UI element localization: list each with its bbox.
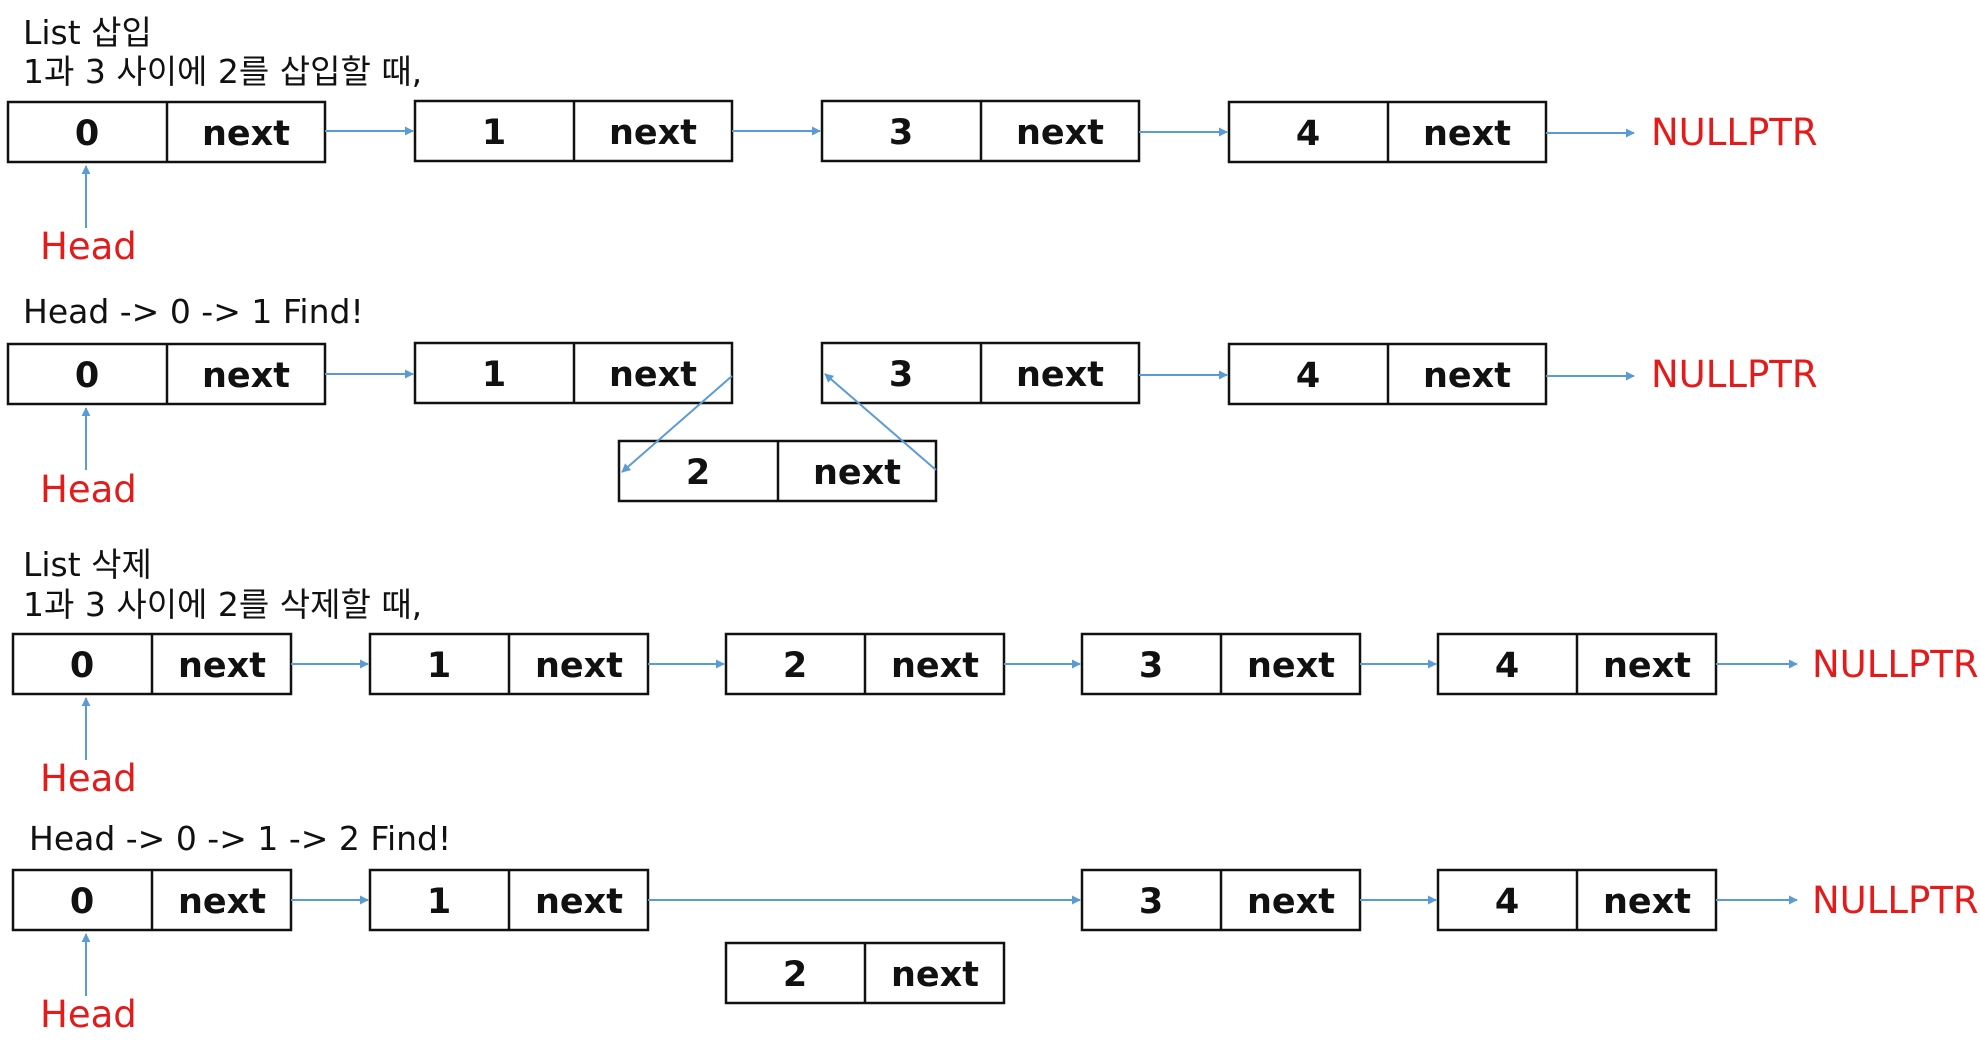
node-1: 1 next [413, 341, 734, 405]
node-1: 1 next [368, 868, 650, 932]
node-0: 0 next [6, 100, 327, 164]
delete-row1: 0 next 1 next 2 next 3 next [11, 632, 1979, 800]
nullptr-label: NULLPTR [1651, 353, 1818, 396]
node-next-label: next [1016, 113, 1104, 153]
node-next-label: next [813, 453, 901, 493]
node-next-label: next [178, 882, 266, 922]
node-next-label: next [1603, 646, 1691, 686]
node-next-label: next [609, 113, 697, 153]
node-value: 3 [889, 113, 913, 153]
pointer-arrow-from-new [824, 373, 937, 471]
node-1: 1 next [368, 632, 650, 696]
node-3: 3 next [820, 99, 1141, 163]
node-value: 0 [70, 646, 94, 686]
pointer-arrow-to-new [621, 375, 733, 473]
delete-row2: 0 next 1 next 3 next 4 next [11, 868, 1979, 1036]
node-next-label: next [1247, 882, 1335, 922]
node-4: 4 next [1436, 868, 1718, 932]
node-value: 4 [1495, 646, 1519, 686]
node-1: 1 next [413, 99, 734, 163]
head-label: Head [40, 993, 137, 1036]
head-label: Head [40, 468, 137, 511]
insert-row2: 0 next 1 next 3 next 4 next [6, 341, 1818, 511]
node-next-label: next [202, 356, 290, 396]
removed-node-2: 2 next [724, 941, 1006, 1005]
node-value: 2 [783, 955, 807, 995]
nullptr-label: NULLPTR [1812, 643, 1979, 686]
node-value: 2 [686, 453, 710, 493]
delete-step-caption: Head -> 0 -> 1 -> 2 Find! [29, 819, 451, 858]
node-4: 4 next [1227, 100, 1548, 164]
node-next-label: next [1423, 114, 1511, 154]
node-4: 4 next [1436, 632, 1718, 696]
node-next-label: next [609, 355, 697, 395]
nullptr-label: NULLPTR [1651, 111, 1818, 154]
delete-subtitle: 1과 3 사이에 2를 삭제할 때, [23, 585, 422, 624]
node-value: 4 [1296, 356, 1320, 396]
insert-row1: 0 next 1 next 3 next 4 next [6, 99, 1818, 268]
node-next-label: next [1016, 355, 1104, 395]
node-next-label: next [891, 646, 979, 686]
node-value: 4 [1296, 114, 1320, 154]
node-2: 2 next [724, 632, 1006, 696]
node-next-label: next [202, 114, 290, 154]
delete-section: List 삭제 1과 3 사이에 2를 삭제할 때, 0 next 1 next… [11, 545, 1979, 1036]
nullptr-label: NULLPTR [1812, 879, 1979, 922]
node-value: 0 [75, 356, 99, 396]
node-value: 3 [1139, 646, 1163, 686]
node-0: 0 next [11, 632, 293, 696]
node-value: 1 [427, 646, 451, 686]
node-value: 3 [1139, 882, 1163, 922]
node-next-label: next [891, 955, 979, 995]
node-3: 3 next [1080, 632, 1362, 696]
head-label: Head [40, 225, 137, 268]
node-next-label: next [178, 646, 266, 686]
node-0: 0 next [6, 342, 327, 406]
insert-subtitle: 1과 3 사이에 2를 삽입할 때, [23, 52, 422, 91]
insert-step-caption: Head -> 0 -> 1 Find! [23, 292, 364, 331]
delete-title: List 삭제 [23, 545, 152, 584]
node-value: 1 [482, 113, 506, 153]
node-3: 3 next [820, 341, 1141, 405]
node-value: 1 [427, 882, 451, 922]
insert-title: List 삽입 [23, 13, 152, 52]
node-next-label: next [535, 646, 623, 686]
new-node-2: 2 next [617, 439, 938, 503]
node-value: 0 [75, 114, 99, 154]
head-label: Head [40, 757, 137, 800]
node-value: 1 [482, 355, 506, 395]
node-value: 3 [889, 355, 913, 395]
node-value: 2 [783, 646, 807, 686]
node-0: 0 next [11, 868, 293, 932]
node-next-label: next [535, 882, 623, 922]
node-next-label: next [1247, 646, 1335, 686]
node-value: 0 [70, 882, 94, 922]
node-next-label: next [1603, 882, 1691, 922]
node-4: 4 next [1227, 342, 1548, 406]
insert-section: List 삽입 1과 3 사이에 2를 삽입할 때, 0 next 1 next… [6, 13, 1818, 511]
node-value: 4 [1495, 882, 1519, 922]
node-next-label: next [1423, 356, 1511, 396]
node-3: 3 next [1080, 868, 1362, 932]
